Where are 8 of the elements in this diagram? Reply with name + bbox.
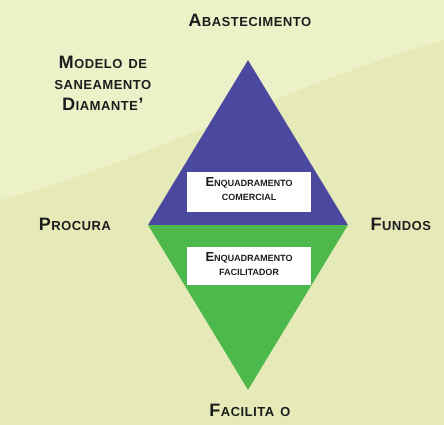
frame-label: Enquadramento facilitador xyxy=(187,247,311,285)
corner-label: Abastecimento xyxy=(187,10,313,31)
corner-label: Fundos xyxy=(370,214,432,235)
frame-label: Enquadramento comercial xyxy=(187,172,311,212)
lower-triangle xyxy=(148,225,348,390)
corner-label: Procura xyxy=(38,214,112,235)
diagram-title: Modelo de saneamento Diamante’ xyxy=(53,52,153,115)
corner-label: Facilita o xyxy=(208,400,292,421)
